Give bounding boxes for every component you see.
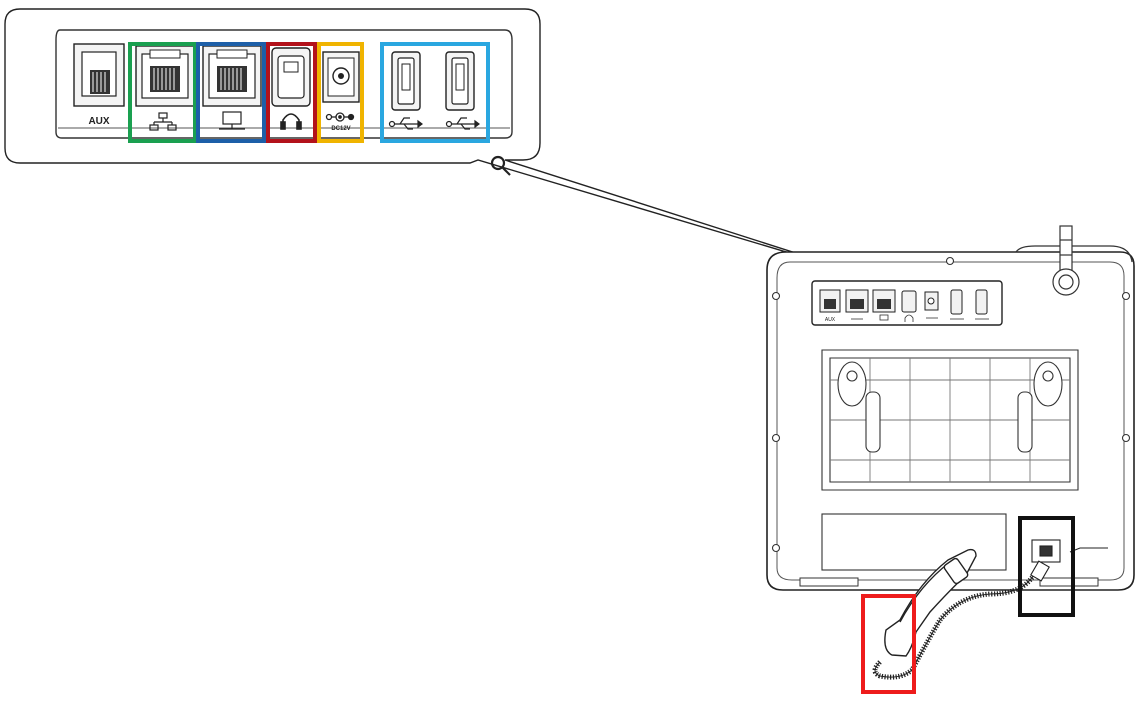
usb-ports-highlight	[380, 42, 490, 143]
wall-mount-bracket	[821, 349, 1079, 491]
usb-port-1	[388, 51, 423, 130]
internet-port	[135, 45, 195, 131]
headset-port	[271, 47, 311, 130]
aux-label: AUX	[88, 116, 109, 127]
usb-icon	[388, 117, 423, 130]
pc-port	[202, 45, 262, 130]
foot-left	[799, 577, 859, 587]
power-icon	[325, 112, 355, 122]
network-icon	[149, 112, 177, 131]
magnifier-icon	[490, 155, 511, 176]
headset-port-highlight	[266, 42, 317, 143]
handset-port	[1031, 539, 1108, 563]
handset-highlight	[861, 594, 916, 694]
pc-port-highlight	[196, 42, 266, 143]
headset-icon	[280, 113, 302, 130]
handset-port-highlight	[1018, 516, 1075, 617]
dc-label: DC12V	[331, 126, 350, 132]
usb-port-2	[445, 51, 480, 130]
rear-port-panel: AUX	[811, 280, 1003, 326]
internet-port-highlight	[128, 42, 197, 143]
antenna	[1052, 225, 1080, 296]
foot-right	[1039, 577, 1099, 587]
pc-icon	[219, 111, 245, 130]
label-area	[821, 513, 1007, 571]
usb-icon	[445, 117, 480, 130]
aux-small-label: AUX	[825, 317, 836, 323]
handset-plug	[1030, 560, 1050, 582]
power-port-highlight	[317, 42, 364, 143]
aux-port: AUX	[73, 43, 125, 127]
power-port: DC12V	[322, 51, 360, 132]
